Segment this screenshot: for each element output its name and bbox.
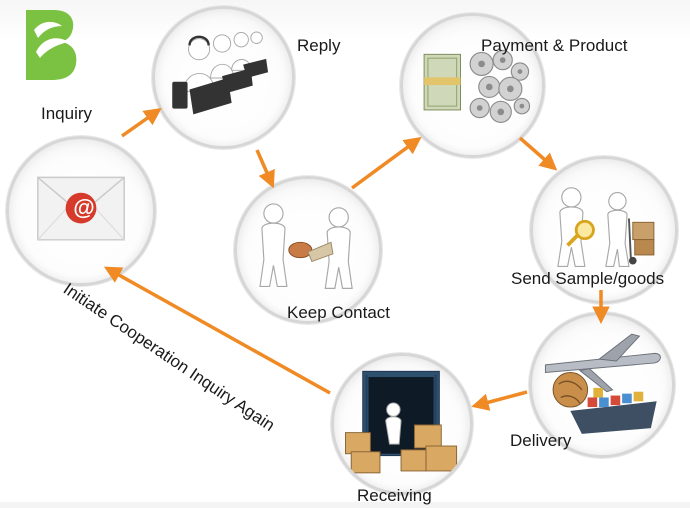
keep-contact-circle [234, 176, 382, 324]
step-label-payment-product: Payment & Product [481, 36, 628, 55]
reply-circle [152, 6, 295, 149]
email-envelope-icon [37, 176, 125, 241]
email-at-symbol: @ [73, 195, 95, 220]
step-label-keep-contact: Keep Contact [287, 303, 391, 322]
container-boxes-icon [345, 370, 458, 474]
step-label-delivery: Delivery [510, 431, 572, 450]
step-label-receiving: Receiving [357, 486, 432, 505]
payment-product-circle [400, 13, 545, 158]
step-label-inquiry: Inquiry [41, 104, 93, 123]
arrow-delivery-to-receiving [471, 390, 528, 411]
step-label-send-sample: Send Sample/goods [511, 269, 665, 288]
arrow-reply-to-keep-contact [255, 149, 275, 189]
arrow-inquiry-to-reply [120, 107, 162, 138]
step-label-reply: Reply [297, 36, 341, 55]
send-sample-circle [530, 156, 678, 304]
delivery-circle [529, 312, 675, 458]
handshake-figures-icon [259, 203, 353, 289]
money-gears-icon [423, 49, 531, 123]
background-header-band [0, 0, 690, 40]
inquiry-circle: @ [6, 136, 156, 286]
call-center-icon [172, 31, 269, 115]
airplane-ship-icon [544, 333, 661, 434]
magnifier-cart-icon [557, 187, 655, 268]
background-footer-band [0, 502, 690, 508]
receiving-circle [331, 353, 473, 495]
b-logo-icon [26, 10, 77, 80]
